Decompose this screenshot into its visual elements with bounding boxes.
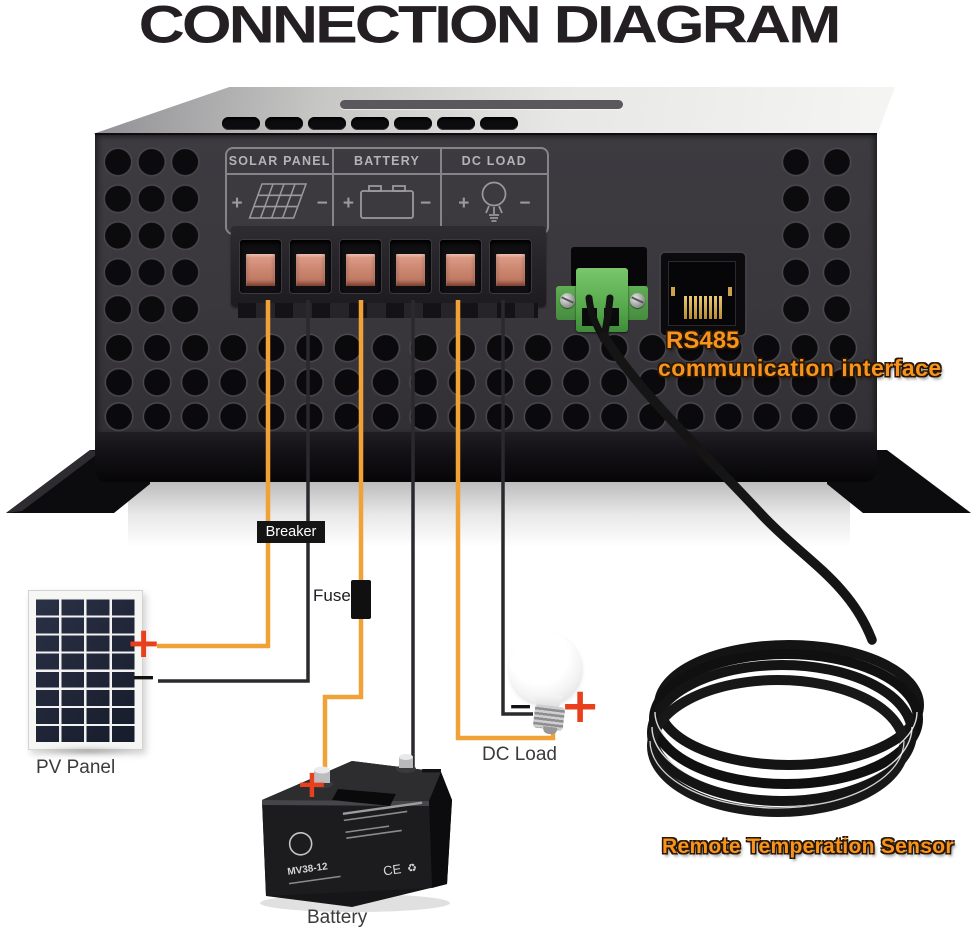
sensor-cable (599, 331, 877, 645)
wire-pv-positive (157, 300, 271, 649)
fuse-label: Fuse (313, 586, 351, 605)
pv-panel-caption: PV Panel (36, 757, 116, 778)
connector-screw (560, 293, 575, 308)
battery-recycle-mark: ♻ (406, 861, 418, 875)
rj45-pin (714, 296, 717, 319)
dc-load-plus-symbol: + (560, 678, 601, 734)
rj45-recess (668, 261, 736, 326)
dc-load-minus-symbol: − (508, 689, 534, 724)
section-dc-load: DC LOAD + − (441, 149, 547, 233)
top-vent (351, 117, 389, 130)
rj45-pin (709, 296, 712, 319)
page-title: CONNECTION DIAGRAM (138, 0, 842, 54)
rj45-pin (704, 296, 707, 319)
terminal-block-notches (238, 303, 538, 318)
terminal-load-plus (440, 240, 481, 293)
device-bottom-edge (95, 432, 877, 482)
top-vent (480, 117, 518, 130)
section-battery: BATTERY + − (334, 149, 442, 233)
pv-panel-cells (36, 598, 135, 742)
rs485-label-line1: RS485 (666, 327, 740, 354)
battery-minus-mark: − (419, 193, 432, 214)
battery-plus-symbol: + (296, 762, 328, 806)
dc-load-caption: DC Load (482, 744, 557, 765)
pv-minus-symbol: − (131, 660, 157, 695)
solar-minus-mark: − (316, 193, 328, 214)
battery-caption: Battery (307, 907, 368, 928)
top-vent (222, 117, 260, 130)
sensor-cable-coil (647, 640, 924, 817)
battery-icon (358, 181, 416, 228)
rj45-pin (684, 296, 687, 319)
rj45-pin (699, 296, 702, 319)
battery-label: BATTERY (334, 149, 440, 175)
dc-load-label: DC LOAD (441, 149, 547, 175)
terminal-pv-minus (290, 240, 331, 293)
solar-panel-label: SOLAR PANEL (227, 149, 333, 175)
light-bulb-glass (509, 632, 581, 704)
connector-screw (630, 293, 645, 308)
dc-load-minus-mark: − (519, 193, 531, 214)
section-solar-panel: SOLAR PANEL + − (227, 149, 335, 233)
wire-battery-positive (322, 300, 364, 780)
battery-plus-mark: + (342, 193, 354, 214)
pv-panel-shadow (36, 747, 140, 755)
battery-graphic: MV38-12 CE ♻ (260, 754, 452, 912)
rj45-clip (671, 287, 675, 296)
top-vent (265, 117, 303, 130)
dc-load-plus-mark: + (458, 193, 470, 214)
solar-panel-icon (247, 181, 313, 228)
vent-holes-right (776, 146, 858, 330)
terminal-load-minus (490, 240, 531, 293)
terminal-pv-plus (240, 240, 281, 293)
top-vent (437, 117, 475, 130)
sensor-caption: Remote Temperation Sensor (662, 835, 954, 858)
vent-holes-band (100, 331, 862, 434)
device-top-slot (340, 100, 623, 109)
rj45-pin (719, 296, 722, 319)
pv-panel-image (28, 590, 143, 750)
battery-minus-symbol: − (419, 753, 445, 788)
pv-plus-symbol: + (126, 618, 162, 667)
terminal-battery-minus (390, 240, 431, 293)
vent-holes-left (101, 146, 202, 330)
rj45-clip (728, 287, 732, 296)
fuse-component (351, 580, 371, 619)
top-vent (308, 117, 346, 130)
wire-pv-negative (158, 300, 310, 683)
rj45-pin (694, 296, 697, 319)
top-vent (394, 117, 432, 130)
wire-load-negative (501, 300, 533, 716)
rj45-pin (689, 296, 692, 319)
breaker-label: Breaker (257, 521, 325, 543)
bulb-icon (473, 180, 515, 229)
battery-ce-mark: CE (382, 861, 402, 878)
terminal-battery-plus (340, 240, 381, 293)
rs485-label-line2: communication interface (658, 355, 942, 381)
solar-plus-mark: + (231, 193, 243, 214)
